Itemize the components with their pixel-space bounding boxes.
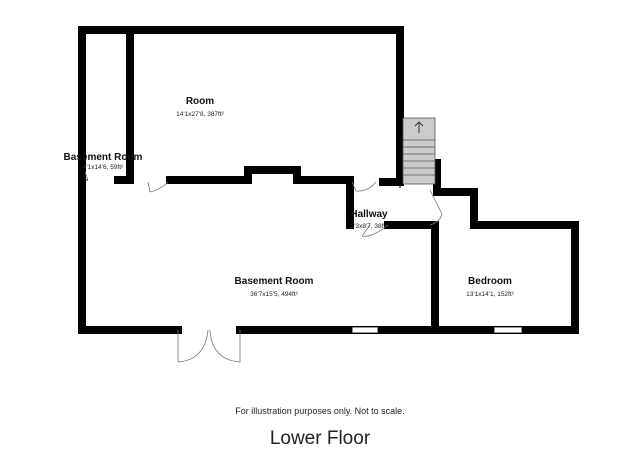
door-room [147,181,169,193]
door-double-right [209,329,241,363]
window-bedroom [493,326,523,334]
door-hallway-top [351,181,377,192]
disclaimer-text: For illustration purposes only. Not to s… [235,406,405,416]
room-dims-hallway: 5'3x8'7, 38ft² [351,223,389,230]
doors [147,181,443,363]
room-bottom-wall [166,166,354,184]
outer-wall-upper [78,26,134,184]
floor-plan: Room 14'1x27'8, 387ft² Basement Room 4'1… [64,26,579,363]
bedroom-right-wall [433,159,579,334]
stairs [402,117,436,185]
closet-opening [84,171,89,181]
room-label-basement-small: Basement Room [64,152,143,163]
room-dims-bedroom: 13'1x14'1, 152ft² [466,291,514,298]
room-dims-room: 14'1x27'8, 387ft² [176,111,224,118]
room-dims-basement-main: 36'7x15'5, 494ft² [250,291,298,298]
stairs-up-arrow-icon [414,121,424,133]
windows [351,326,523,334]
room-label-bedroom: Bedroom [468,276,512,287]
top-wall [126,26,404,186]
door-double-left [177,329,209,363]
door-hallway-bottom [361,224,389,237]
room-label-hallway: Hallway [350,209,388,220]
room-dims-basement-small: 4'1x14'6, 59ft² [83,164,124,171]
floor-title: Lower Floor [269,428,371,449]
door-hallway-right [429,189,443,226]
window-basement [351,326,379,334]
thin-walls [82,179,401,188]
room-label-basement-main: Basement Room [235,276,314,287]
walls [78,26,579,334]
room-label-room: Room [186,96,214,107]
